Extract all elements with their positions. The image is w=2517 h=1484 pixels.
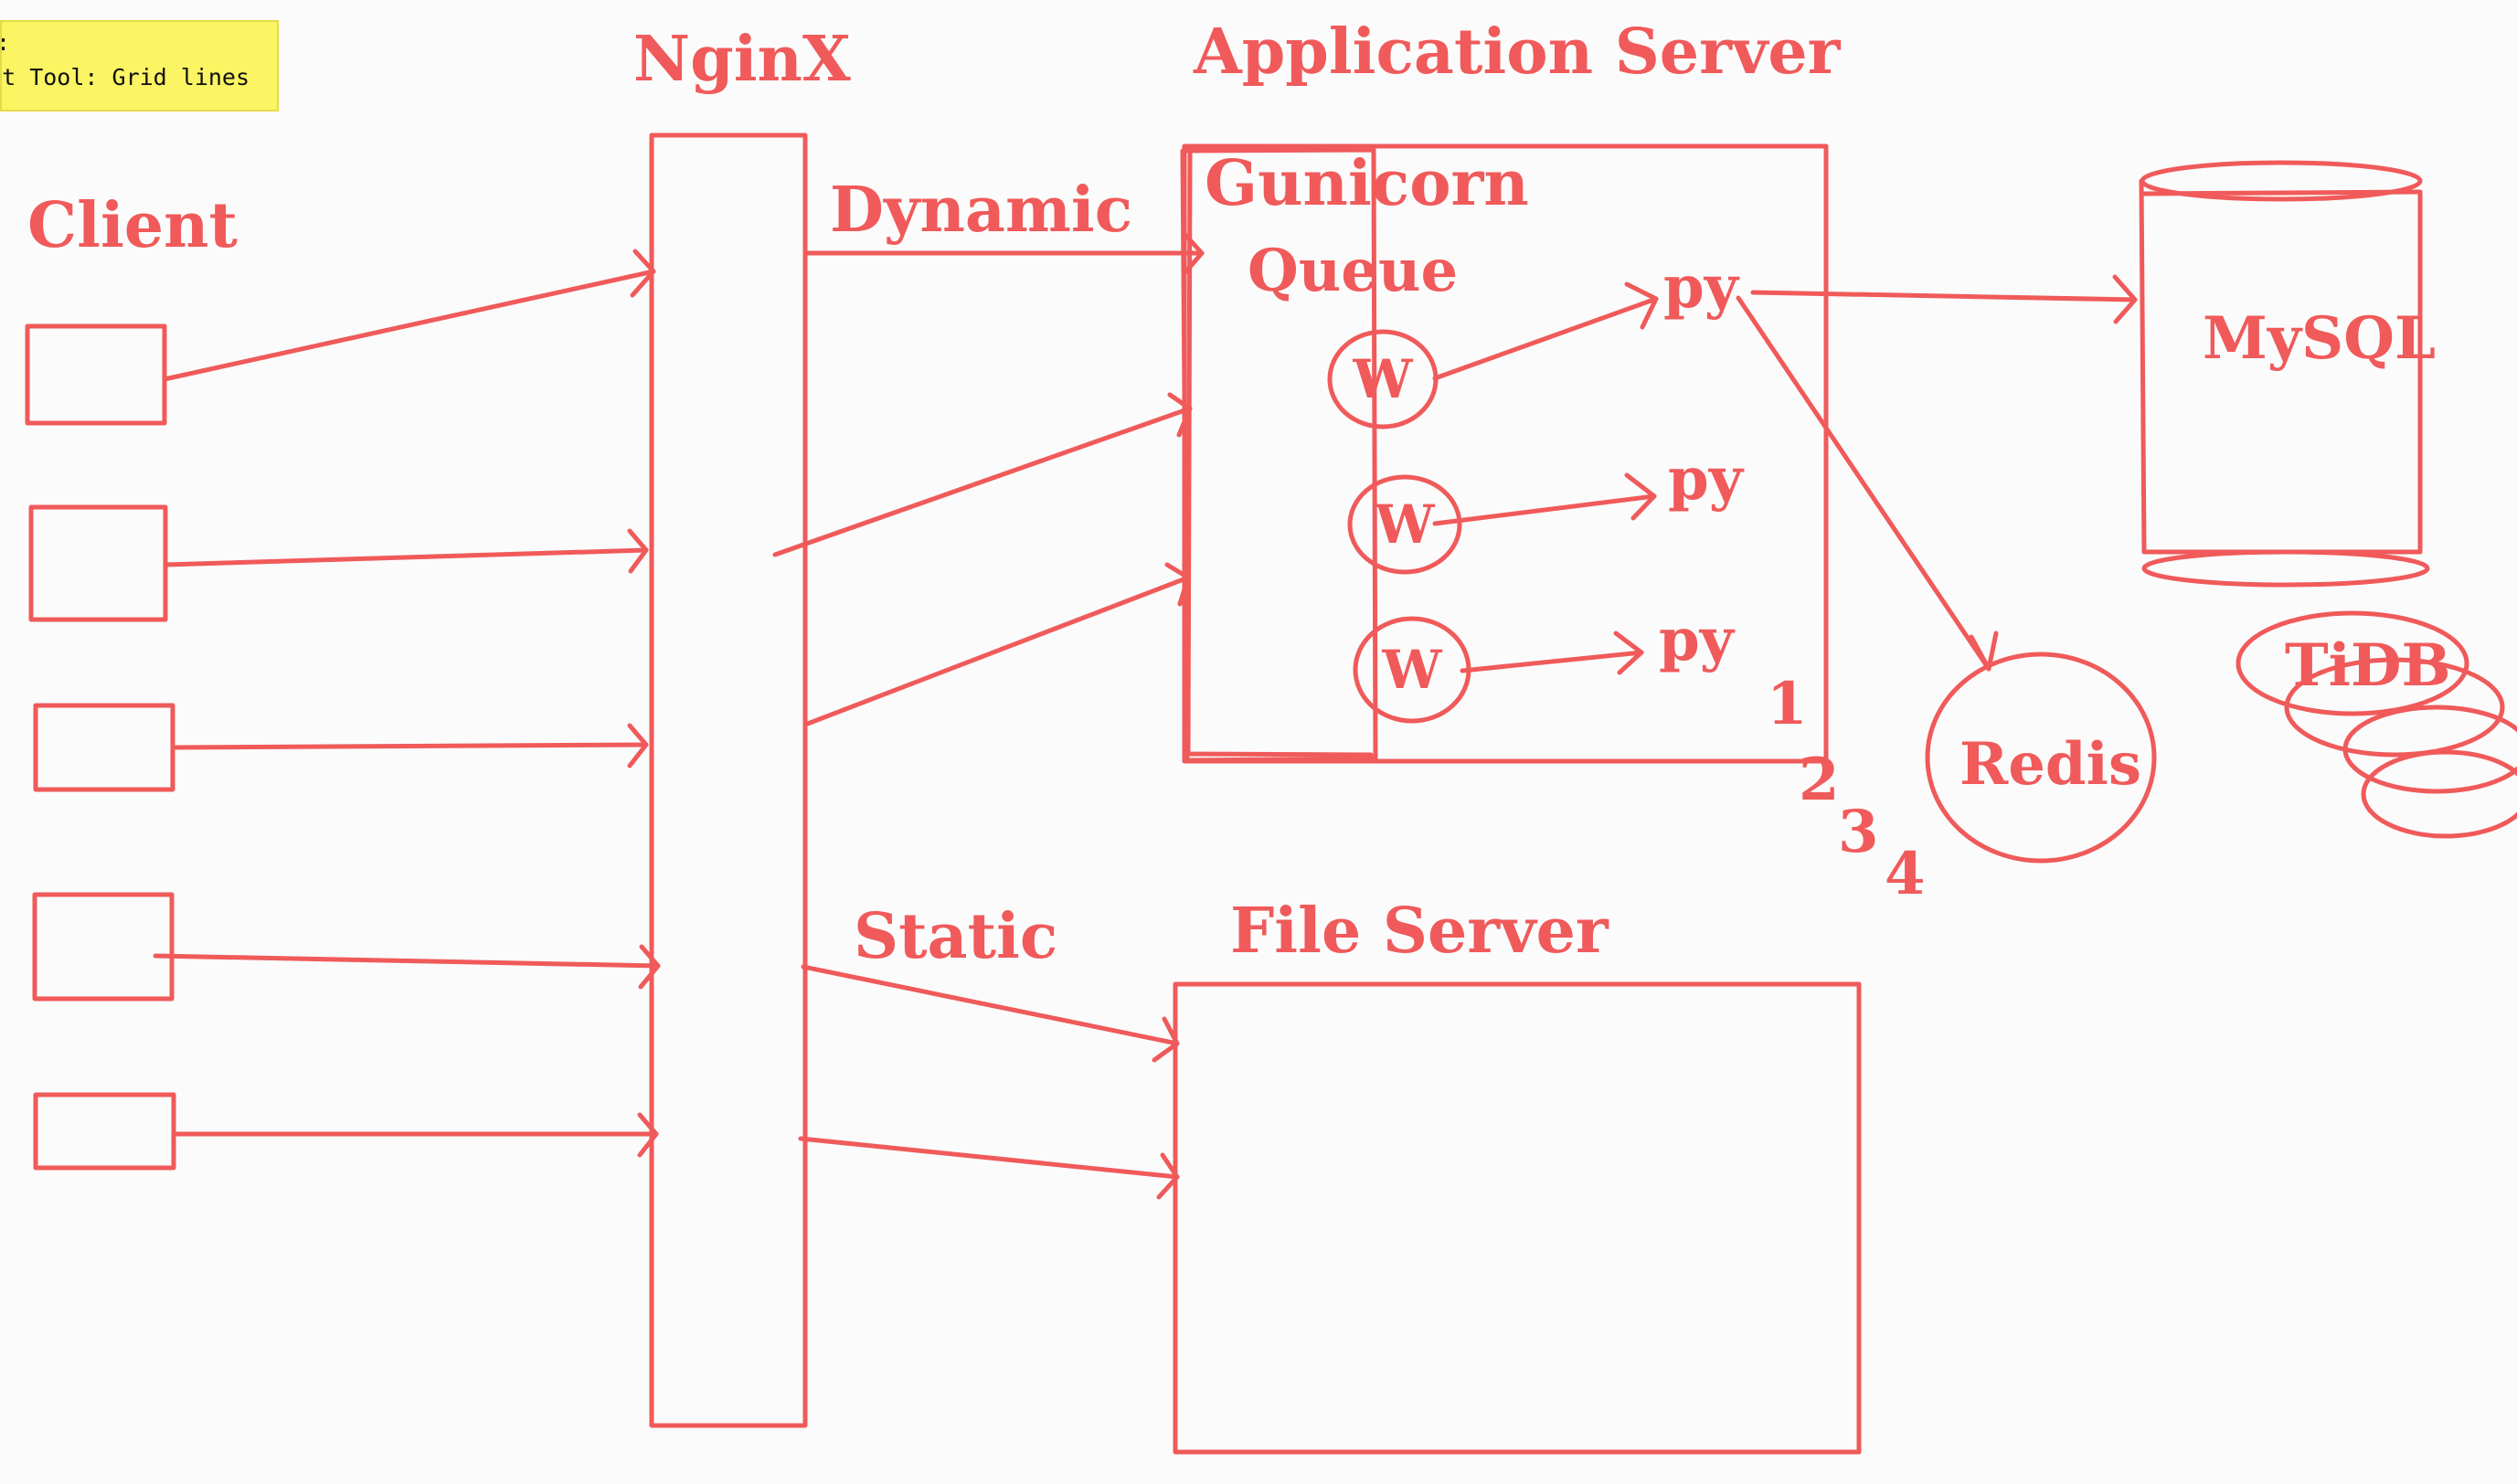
count-label-2: 2 bbox=[1799, 746, 1840, 814]
client-box-5 bbox=[33, 1092, 176, 1171]
worker-2-label: W bbox=[1374, 493, 1435, 556]
static-arrows bbox=[798, 964, 1180, 1200]
worker-3-label: W bbox=[1381, 639, 1442, 701]
tooltip-line-2: ent Tool: Grid lines bbox=[0, 64, 250, 90]
py-label-2: py bbox=[1668, 445, 1745, 514]
redis-circle bbox=[1925, 652, 2157, 864]
tidb-cluster bbox=[2236, 610, 2517, 839]
count-label-4: 4 bbox=[1885, 840, 1926, 908]
nginx-box bbox=[649, 132, 808, 1428]
gunicorn-queue-box bbox=[1180, 147, 1378, 763]
static-label: Static bbox=[854, 900, 1057, 973]
client-box-2 bbox=[28, 504, 168, 622]
client-label: Client bbox=[27, 189, 238, 262]
redis-label: Redis bbox=[1959, 730, 2141, 799]
tooltip-line-1: : bbox=[2, 27, 10, 58]
nginx-label: NginX bbox=[633, 23, 851, 96]
client-box-4 bbox=[32, 892, 175, 1002]
count-label-3: 3 bbox=[1838, 798, 1879, 866]
mysql-label: MySQL bbox=[2203, 304, 2436, 373]
client-box-1 bbox=[25, 323, 167, 426]
dynamic-label: Dynamic bbox=[830, 174, 1132, 247]
file-server-label: File Server bbox=[1230, 895, 1609, 968]
gunicorn-label: Gunicorn bbox=[1205, 147, 1529, 220]
measurement-tool-tooltip: : ent Tool: Grid lines bbox=[0, 20, 279, 111]
worker-1-label: W bbox=[1352, 348, 1413, 410]
dynamic-arrows bbox=[772, 232, 1205, 727]
file-server-box bbox=[1173, 981, 1862, 1455]
py-to-redis-arrow bbox=[1736, 295, 1991, 672]
py-to-mysql-arrow bbox=[1750, 290, 2138, 302]
count-label-1: 1 bbox=[1767, 670, 1808, 738]
py-label-1: py bbox=[1663, 253, 1740, 322]
mysql-cylinder bbox=[2139, 160, 2430, 588]
py-label-3: py bbox=[1659, 606, 1736, 674]
client-box-3 bbox=[33, 703, 175, 792]
queue-label: Queue bbox=[1248, 237, 1458, 305]
tidb-label: TiDB bbox=[2285, 631, 2451, 700]
worker-to-py-arrows bbox=[1432, 281, 1659, 675]
app-server-label: Application Server bbox=[1193, 16, 1842, 89]
client-to-nginx-arrows bbox=[153, 249, 661, 1158]
worker-2-circle bbox=[1347, 474, 1462, 575]
